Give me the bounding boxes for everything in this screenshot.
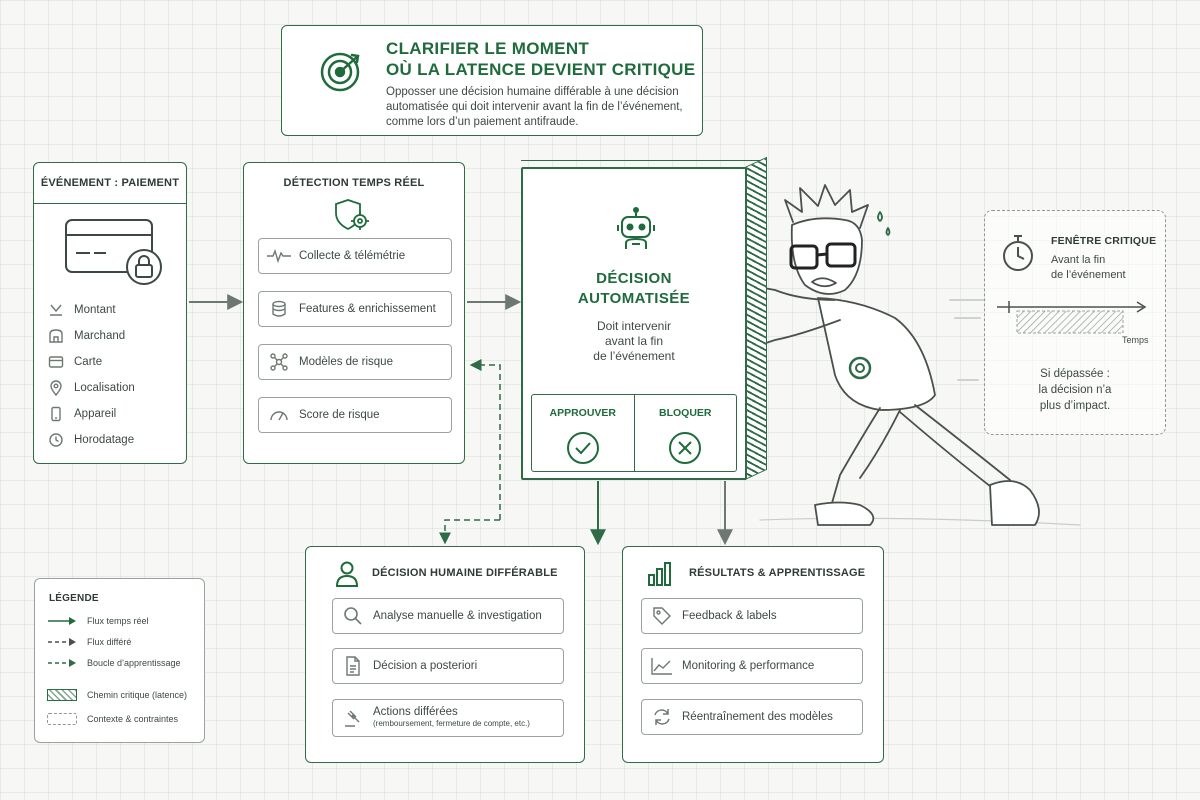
phone-icon (48, 406, 64, 422)
human-step: Analyse manuelle & investigation (332, 598, 564, 634)
detection-panel: DÉTECTION TEMPS RÉEL Collecte & télémétr… (243, 162, 465, 464)
decision-description: Doit intervenir avant la fin de l’événem… (593, 319, 675, 363)
time-axis-label: Temps (1122, 335, 1149, 345)
arrow-deferred-to-human (439, 519, 500, 545)
legend-title: LÉGENDE (49, 593, 99, 604)
dashed-arrow-swatch (48, 638, 76, 646)
refresh-icon (642, 707, 682, 727)
results-step: Monitoring & performance (641, 648, 863, 684)
attribute-item: Appareil (48, 406, 116, 422)
human-step: Actions différées (remboursement, fermet… (332, 699, 564, 737)
event-panel: ÉVÉNEMENT : PAIEMENT Montant Marchand Ca… (33, 162, 187, 464)
target-icon (318, 50, 362, 94)
check-circle-icon (566, 431, 600, 465)
robot-icon (615, 207, 657, 251)
clock-icon (48, 432, 64, 448)
legend-panel: LÉGENDE Flux temps réel Flux différé Bou… (34, 578, 205, 743)
solid-arrow-swatch (48, 617, 76, 625)
attribute-item: Localisation (48, 380, 135, 396)
window-subtitle: Avant la fin de l’événement (1051, 254, 1126, 281)
scale-icon (48, 302, 64, 318)
detection-step: Modèles de risque (258, 344, 452, 380)
event-title: ÉVÉNEMENT : PAIEMENT (40, 177, 180, 189)
critical-window-panel: FENÊTRE CRITIQUE Avant la fin de l’événe… (984, 210, 1166, 435)
attribute-item: Horodatage (48, 432, 134, 448)
window-note: Si dépassée : la décision n’a plus d’imp… (1038, 368, 1112, 412)
human-decision-panel: DÉCISION HUMAINE DIFFÉRABLE Analyse manu… (305, 546, 585, 763)
human-step: Décision a posteriori (332, 648, 564, 684)
window-title: FENÊTRE CRITIQUE (1051, 235, 1157, 247)
attribute-item: Carte (48, 354, 102, 370)
block-option: BLOQUER (633, 395, 737, 471)
legend-item: Flux différé (47, 636, 131, 648)
legend-item: Chemin critique (latence) (47, 689, 187, 701)
search-icon (333, 606, 373, 626)
tag-icon (642, 606, 682, 626)
results-step: Feedback & labels (641, 598, 863, 634)
divider (34, 203, 186, 204)
results-learning-panel: RÉSULTATS & APPRENTISSAGE Feedback & lab… (622, 546, 884, 763)
timeline-chart (997, 301, 1147, 334)
gavel-icon (333, 708, 373, 728)
attribute-item: Marchand (48, 328, 125, 344)
network-icon (259, 353, 299, 371)
gauge-icon (259, 408, 299, 422)
dashed-box-swatch (47, 713, 77, 725)
attribute-item: Montant (48, 302, 116, 318)
x-circle-icon (668, 431, 702, 465)
human-title: DÉCISION HUMAINE DIFFÉRABLE (372, 567, 558, 579)
locked-card-icon (64, 217, 164, 287)
page-title: CLARIFIER LE MOMENT OÙ LA LATENCE DEVIEN… (386, 39, 696, 79)
detection-step: Collecte & télémétrie (258, 238, 452, 274)
results-step: Réentraînement des modèles (641, 699, 863, 735)
dashed-green-arrow-swatch (48, 659, 76, 667)
stopwatch-icon (1001, 233, 1035, 273)
detection-step: Features & enrichissement (258, 291, 452, 327)
detection-title: DÉTECTION TEMPS RÉEL (283, 177, 425, 189)
hatch-swatch (47, 689, 77, 701)
decision-choices: APPROUVER BLOQUER (531, 394, 737, 472)
page-subtitle: Opposser une décision humaine différable… (386, 86, 683, 128)
pin-icon (48, 380, 64, 396)
legend-item: Contexte & contraintes (47, 713, 178, 725)
detection-step: Score de risque (258, 397, 452, 433)
pulse-icon (259, 249, 299, 263)
results-title: RÉSULTATS & APPRENTISSAGE (689, 567, 866, 579)
card-icon (48, 354, 64, 370)
decision-box-side-hatch (745, 156, 767, 481)
user-icon (336, 561, 358, 587)
legend-item: Boucle d’apprentissage (47, 657, 181, 669)
legend-item: Flux temps réel (47, 615, 149, 627)
decision-box-top-edge (521, 160, 767, 169)
database-icon (259, 300, 299, 318)
header-panel: CLARIFIER LE MOMENT OÙ LA LATENCE DEVIEN… (281, 25, 703, 136)
document-icon (333, 656, 373, 676)
automated-decision-panel: DÉCISION AUTOMATISÉE Doit intervenir ava… (521, 167, 747, 480)
bar-chart-icon (647, 561, 673, 587)
arrow-learning-loop (469, 359, 501, 520)
decision-title: DÉCISION AUTOMATISÉE (577, 270, 691, 307)
shield-gear-icon (334, 197, 374, 233)
approve-option: APPROUVER (532, 395, 634, 471)
store-icon (48, 328, 64, 344)
trend-icon (642, 657, 682, 675)
